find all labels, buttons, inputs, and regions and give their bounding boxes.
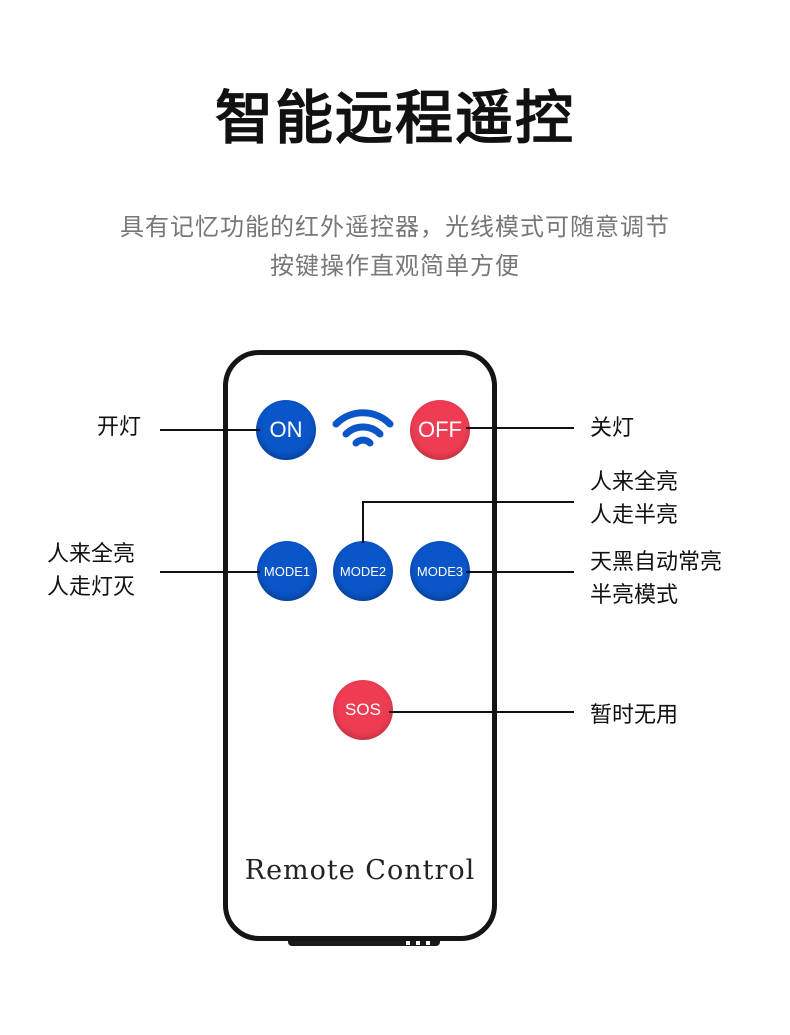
subtitle-line-1: 具有记忆功能的红外遥控器，光线模式可随意调节: [120, 213, 670, 241]
page-title: 智能远程遥控: [214, 84, 575, 152]
callout-line-mode2-horizontal: [362, 501, 574, 503]
off-button[interactable]: OFF: [410, 400, 470, 460]
remote-label: Remote Control: [244, 855, 476, 886]
callout-line-sos: [389, 711, 574, 713]
on-button[interactable]: ON: [256, 400, 316, 460]
subtitle-line-2: 按键操作直观简单方便: [270, 252, 520, 280]
sos-button[interactable]: SOS: [333, 680, 393, 740]
label-sos: 暂时无用: [590, 703, 679, 728]
mode3-button[interactable]: MODE3: [410, 541, 470, 601]
label-mode2-line2: 人走半亮: [590, 503, 679, 528]
callout-line-mode3: [466, 571, 574, 573]
label-mode2-line1: 人来全亮: [590, 470, 679, 495]
mode1-button[interactable]: MODE1: [257, 541, 317, 601]
callout-line-mode2-vertical: [362, 501, 364, 543]
wifi-signal-icon: [332, 409, 394, 447]
label-mode1-line2: 人走灯灭: [47, 575, 136, 600]
label-mode1-line1: 人来全亮: [47, 542, 136, 567]
callout-line-on: [160, 429, 260, 431]
callout-line-mode1: [160, 571, 260, 573]
label-mode3-line2: 半亮模式: [590, 583, 679, 608]
label-off: 关灯: [590, 416, 635, 441]
label-on: 开灯: [97, 415, 142, 440]
label-mode3-line1: 天黑自动常亮: [590, 550, 723, 575]
callout-line-off: [466, 427, 574, 429]
mode2-button[interactable]: MODE2: [333, 541, 393, 601]
